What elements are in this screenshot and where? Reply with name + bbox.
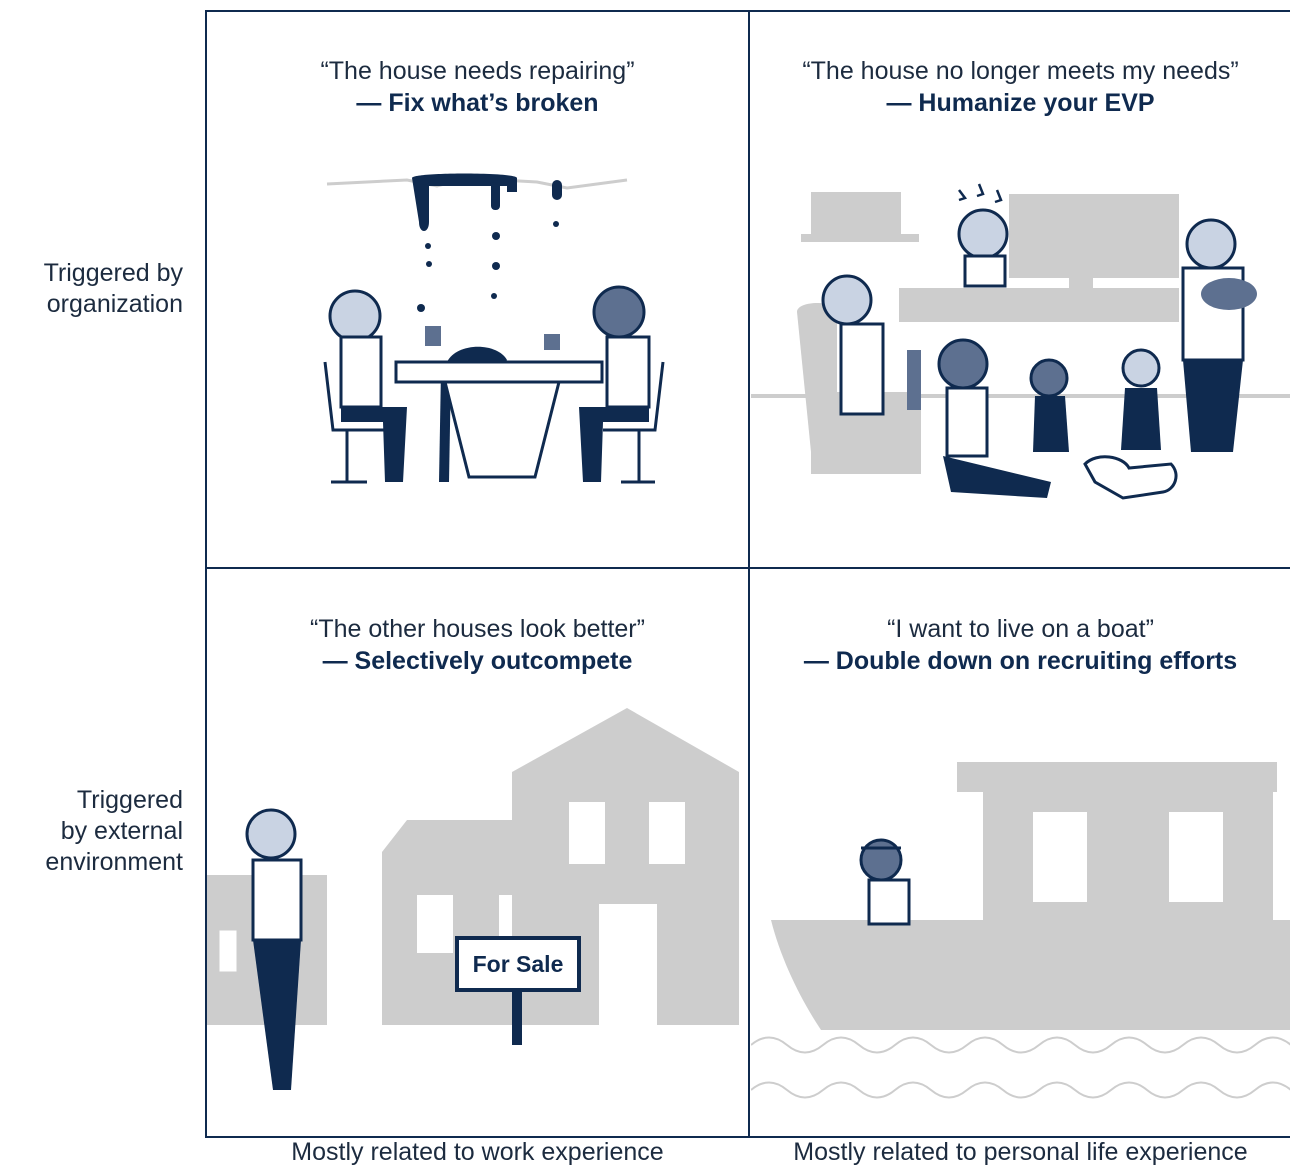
quadrant-top-right-quote: “The house no longer meets my needs”: [802, 57, 1239, 85]
ceiling-leak: [412, 173, 517, 231]
knitting: [907, 350, 921, 410]
boat-cabin-roof: [957, 762, 1277, 792]
person-head: [245, 808, 297, 860]
quadrant-bottom-left-action: — Selectively outcompete: [322, 647, 633, 675]
child-1-head: [1029, 358, 1069, 398]
child-1-body: [1033, 396, 1069, 452]
front-door: [599, 904, 657, 1025]
chair-left: [323, 361, 385, 484]
drip: [553, 221, 559, 227]
small-house-window: [218, 929, 238, 973]
quadrant-top-right: “The house no longer meets my needs” — H…: [751, 12, 1290, 567]
boat-hull: [771, 920, 1290, 1030]
row-label-organization-line-1: Triggered by: [43, 259, 183, 287]
armchair: [797, 303, 921, 474]
person-left-torso: [339, 335, 383, 409]
column-label-personal-life-experience: Mostly related to personal life experien…: [793, 1138, 1248, 1166]
floor-person-head: [937, 338, 989, 390]
leak-stream-2: [552, 180, 562, 200]
drip: [425, 243, 431, 249]
big-house-window: [569, 802, 685, 864]
quadrant-bottom-left-quote: “The other houses look better”: [310, 615, 645, 643]
leaking-roof-illustration: [323, 173, 665, 484]
quadrant-top-right-action: — Humanize your EVP: [886, 89, 1155, 117]
quadrant-bottom-right-quote: “I want to live on a boat”: [887, 615, 1154, 643]
boater-body: [867, 878, 911, 926]
drip: [417, 304, 425, 312]
person-right-legs: [579, 407, 649, 482]
column-label-work-experience: Mostly related to work experience: [291, 1138, 664, 1166]
row-label-external-line-3: environment: [45, 848, 183, 876]
binders: [811, 192, 901, 234]
grid-center-divider: [748, 10, 750, 1138]
table-base: [443, 380, 561, 479]
person-right-torso: [605, 335, 651, 409]
person-right-head: [592, 285, 646, 339]
monitor: [1009, 194, 1179, 278]
quadrant-bottom-right: “I want to live on a boat” — Double down…: [751, 570, 1290, 1136]
cup-right: [544, 334, 560, 350]
drip: [426, 261, 432, 267]
floor-line: [751, 394, 1290, 398]
parent-legs: [1183, 360, 1243, 452]
boat-illustration: [751, 762, 1290, 1099]
bookshelf: [801, 234, 919, 242]
for-sale-board: [455, 936, 581, 992]
floor-person-torso: [945, 386, 989, 458]
dog: [1083, 455, 1178, 500]
quadrant-bottom-right-action: — Double down on recruiting efforts: [803, 647, 1238, 675]
cup-left: [425, 326, 441, 346]
row-label-external-line-1: Triggered: [76, 786, 183, 814]
desk-worker-body: [963, 254, 1007, 288]
quadrant-grid: “The house needs repairing” — Fix what’s…: [205, 10, 1290, 1138]
for-sale-sign-text: For Sale: [473, 951, 564, 977]
drip: [491, 293, 497, 299]
table-top: [394, 360, 604, 384]
for-sale-post: [512, 975, 522, 1045]
row-label-external-line-2: by external: [60, 817, 183, 845]
grid-top-border: [205, 10, 1290, 12]
row-label-organization: Triggered by organization: [0, 258, 183, 320]
houses-illustration: For Sale: [207, 708, 739, 1090]
chair-right: [603, 361, 665, 484]
baby: [1201, 278, 1257, 310]
grandmother-body: [839, 322, 885, 416]
floor-person-legs: [943, 456, 1051, 498]
grid-left-border: [205, 10, 207, 1138]
grandmother-head: [821, 274, 873, 326]
quadrant-top-left-action: — Fix what’s broken: [356, 89, 599, 117]
wave-line: [751, 1081, 1290, 1099]
desk: [899, 288, 1179, 322]
drip: [492, 232, 500, 240]
crowded-home-illustration: [751, 183, 1290, 500]
quadrant-top-left: “The house needs repairing” — Fix what’s…: [207, 12, 748, 567]
row-label-external-environment: Triggered by external environment: [0, 785, 183, 878]
child-2-head: [1121, 348, 1161, 388]
boat-window: [1033, 812, 1087, 902]
boater-head: [859, 838, 903, 882]
child-2-body: [1121, 388, 1161, 450]
person-left-head: [328, 289, 382, 343]
parent-head: [1185, 218, 1237, 270]
grid-bottom-border: [205, 1136, 1290, 1138]
boat-window: [1169, 812, 1223, 902]
person-legs: [253, 940, 301, 1090]
row-label-organization-line-2: organization: [46, 290, 183, 318]
grid-middle-divider: [205, 567, 1290, 569]
person-left-legs: [341, 407, 407, 482]
desk-worker-head: [957, 208, 1009, 260]
wave-line: [751, 1036, 1290, 1054]
drip: [492, 262, 500, 270]
leak-stream-1: [491, 182, 500, 210]
quadrant-top-left-quote: “The house needs repairing”: [320, 57, 635, 85]
boat-cabin: [983, 792, 1273, 922]
person-torso: [251, 858, 303, 942]
stress-lightning: [958, 183, 1003, 204]
quadrant-bottom-left: “The other houses look better” — Selecti…: [207, 570, 748, 1136]
